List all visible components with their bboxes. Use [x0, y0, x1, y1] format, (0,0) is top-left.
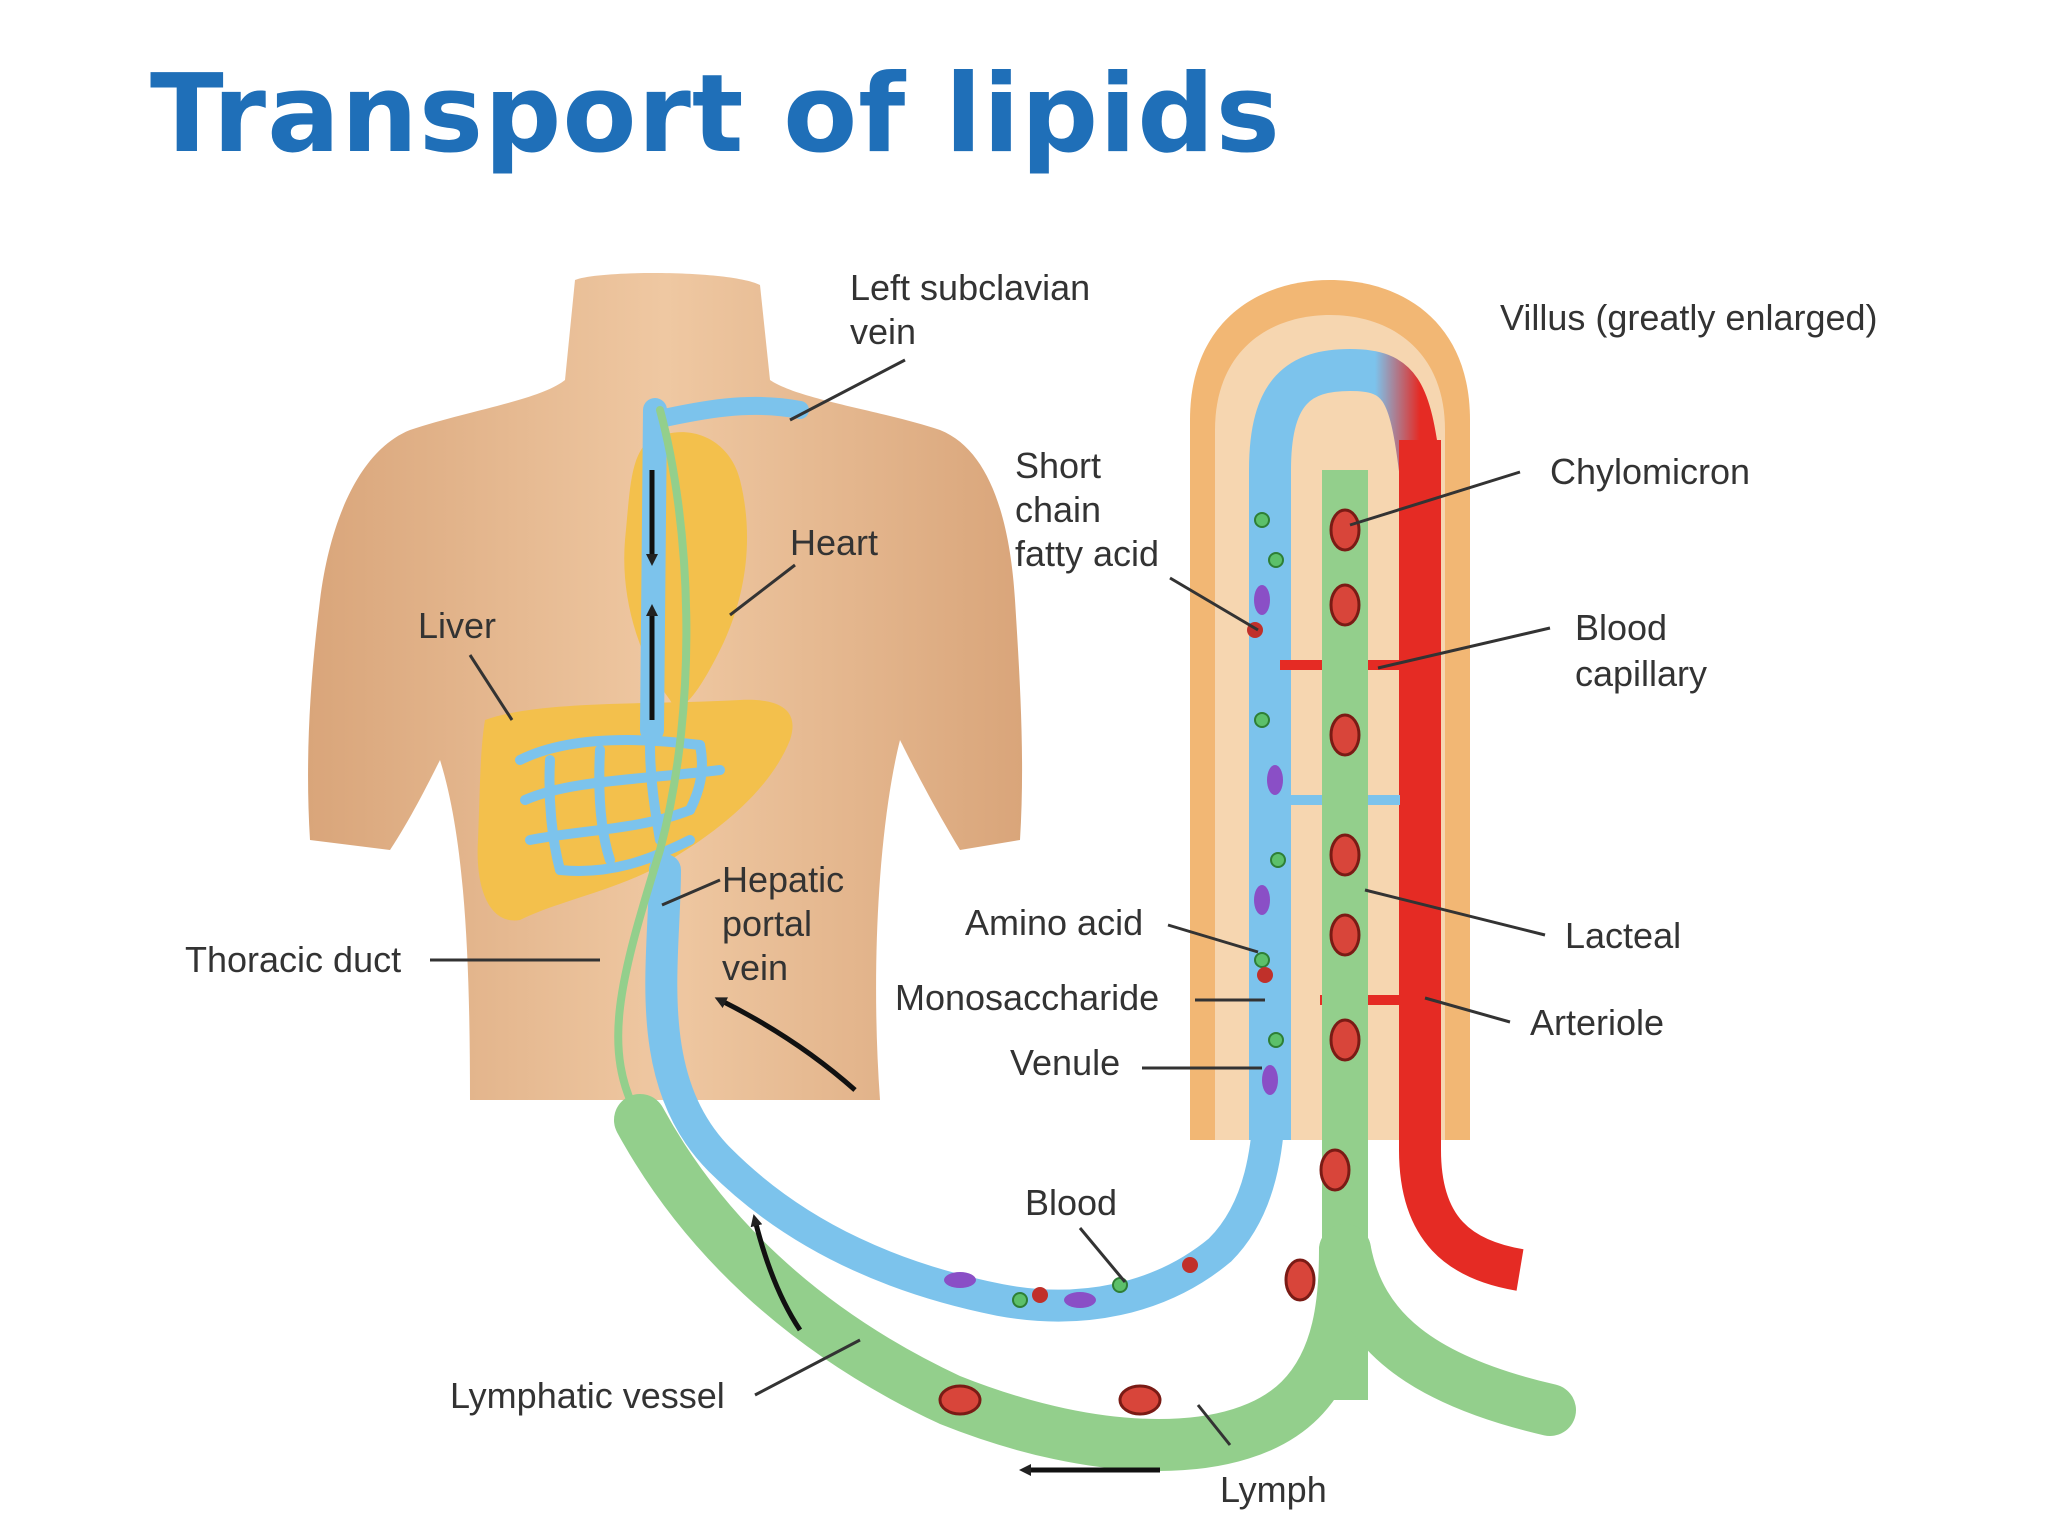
amino-acid-particle [1270, 852, 1286, 868]
label-left-subclavian-vein: Left subclavian vein [850, 267, 1100, 352]
left-subclavian-vein [646, 396, 809, 429]
label-lymph: Lymph [1220, 1469, 1327, 1510]
fatty-acid-particle [1257, 967, 1273, 983]
label-liver: Liver [418, 605, 496, 646]
label-short-chain-fatty-acid: Short chain fatty acid [1015, 445, 1159, 574]
amino-acid-particle [1268, 1032, 1284, 1048]
amino-acid-particle [1254, 712, 1270, 728]
leader-blood-capillary [1377, 626, 1551, 670]
monosaccharide-particle [944, 1272, 976, 1288]
page-title: Transport of lipids [150, 52, 1281, 177]
labels: Left subclavian vein Heart Liver Hepatic… [185, 267, 1878, 1510]
monosaccharide-particle [1064, 1292, 1096, 1308]
leader-hepatic-portal [661, 878, 721, 907]
leader-lymph [1196, 1404, 1232, 1446]
label-monosaccharide: Monosaccharide [895, 977, 1159, 1018]
label-arteriole: Arteriole [1530, 1002, 1664, 1043]
villus-arteriole [1399, 440, 1524, 1291]
leader-lines [430, 358, 1551, 1446]
fatty-acid-particle [1182, 1257, 1198, 1273]
leader-lymphatic-vessel [754, 1338, 861, 1397]
monosaccharide-particle [1267, 765, 1283, 795]
fatty-acid-particle [1032, 1287, 1048, 1303]
monosaccharide-particle [1254, 585, 1270, 615]
flow-arrow-to-liver [714, 997, 857, 1092]
leader-lacteal [1364, 888, 1546, 937]
amino-acid-particle [1268, 552, 1284, 568]
leader-arteriole [1424, 996, 1511, 1024]
amino-acid-particle [1254, 952, 1270, 968]
label-lymphatic-vessel: Lymphatic vessel [450, 1375, 725, 1416]
label-chylomicron: Chylomicron [1550, 451, 1750, 492]
label-amino-acid: Amino acid [965, 902, 1143, 943]
label-villus: Villus (greatly enlarged) [1500, 297, 1878, 338]
label-hepatic-portal-vein: Hepatic portal vein [722, 859, 854, 988]
label-blood: Blood [1025, 1182, 1117, 1223]
leader-amino-acid [1167, 923, 1259, 954]
leader-blood [1078, 1227, 1127, 1283]
liver [477, 699, 793, 921]
flow-arrows [714, 997, 1160, 1476]
monosaccharide-particle [1254, 885, 1270, 915]
leader-chylomicron [1349, 470, 1521, 527]
amino-acid-particle [1254, 512, 1270, 528]
lymph-branch [1319, 1224, 1576, 1436]
chylomicron-particle [1284, 1258, 1316, 1302]
chylomicron-particle [1329, 508, 1361, 552]
label-venule: Venule [1010, 1042, 1120, 1083]
label-lacteal: Lacteal [1565, 915, 1681, 956]
chylomicron-particle [1118, 1384, 1162, 1416]
thoracic-duct [614, 406, 691, 1124]
leader-short-chain [1169, 576, 1259, 632]
label-heart: Heart [790, 522, 878, 563]
lymphatic-vessel [614, 1094, 1371, 1471]
chylomicron-particle [1329, 913, 1361, 957]
amino-acid-particle [1012, 1292, 1028, 1308]
chylomicron-particle [1329, 1018, 1361, 1062]
chylomicron-particle [1329, 583, 1361, 627]
liver-vessel-network [515, 735, 725, 876]
hepatic-portal-vein [645, 504, 1286, 1322]
flow-arrow-lymph-up [750, 1214, 803, 1332]
chylomicron-particle [1329, 833, 1361, 877]
monosaccharide-particle [1262, 1065, 1278, 1095]
leader-heart [729, 563, 796, 617]
chylomicron-particle [1329, 713, 1361, 757]
label-thoracic-duct: Thoracic duct [185, 939, 401, 980]
label-blood-capillary: Blood capillary [1575, 607, 1707, 694]
chylomicron-particles [938, 508, 1361, 1416]
leader-liver [468, 654, 514, 721]
leader-left-subclavian [789, 358, 906, 422]
villus-venule [1249, 348, 1441, 1140]
lymphatic-system [614, 406, 1576, 1471]
chylomicron-particle [938, 1384, 982, 1416]
chylomicron-particle [1319, 1148, 1351, 1192]
